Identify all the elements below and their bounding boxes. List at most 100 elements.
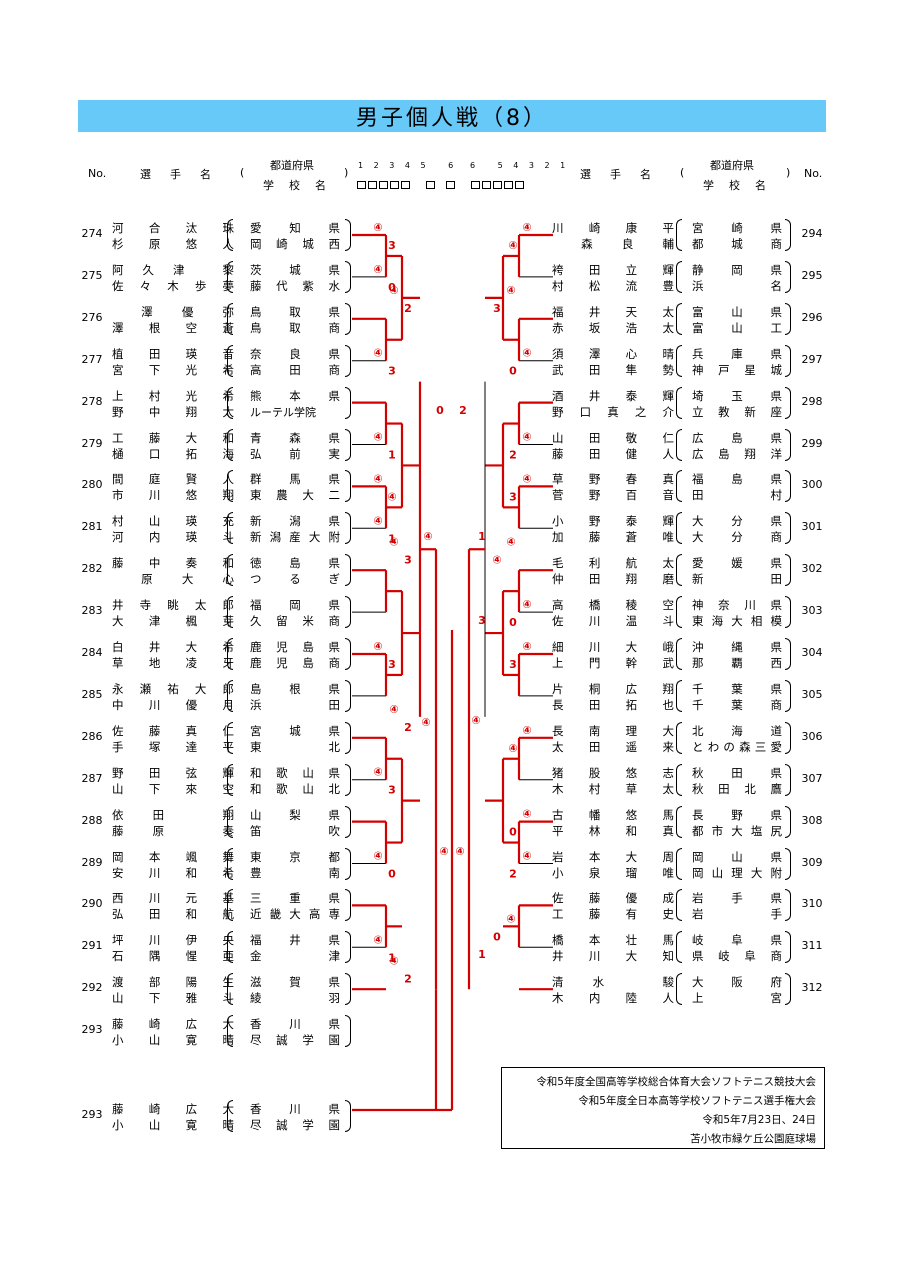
player-1-name-char: 成	[662, 891, 674, 906]
school-name-char: 翔	[744, 446, 756, 461]
prefecture-char: 根	[289, 681, 301, 696]
player-2-name-char: 也	[662, 697, 674, 712]
player-2-name-char: 々	[139, 278, 152, 293]
school-name: 広島翔洋	[692, 446, 782, 461]
player-1-name: 清水駿	[552, 974, 674, 989]
prefecture-char: 潟	[289, 514, 301, 529]
school-name: 岡崎城西	[250, 236, 340, 251]
school-name-char: 大	[692, 530, 704, 545]
player-1-name: 依田翔	[112, 807, 234, 822]
entry-number: 293	[81, 1023, 103, 1037]
school-name-char: 笛	[250, 823, 262, 838]
school-name: 鳥取商	[250, 320, 340, 335]
school-name-char: 津	[328, 949, 341, 964]
player-2-name-char: 平	[552, 823, 564, 838]
player-2-name-char: 人	[222, 237, 234, 251]
score-winner: ④	[389, 954, 398, 967]
player-2-name-char: 航	[222, 907, 234, 922]
prefecture-char: 県	[328, 640, 340, 654]
event-name-2: 令和5年度全日本高等学校ソフトテニス選手権大会	[578, 1095, 816, 1107]
player-2-name: 村松流豊	[552, 278, 674, 293]
school-name: 新潟産大附	[250, 529, 340, 544]
paren-open-left: (	[240, 166, 245, 179]
bracket-paren-close	[785, 721, 791, 754]
player-1-name-char: 井	[112, 598, 124, 613]
player-1-name-char: 片	[552, 681, 564, 696]
player-2-name-char: 村	[588, 781, 601, 796]
player-1-name-char: 泰	[625, 388, 638, 403]
player-1-name: 澤優弥	[112, 304, 234, 319]
player-2-name: 山下來空	[112, 781, 234, 796]
entry-number: 281	[81, 520, 103, 534]
player-1-name-char: 郎	[222, 681, 235, 696]
event-venue: 苫小牧市緑ケ丘公園庭球場	[690, 1133, 816, 1145]
player-1-name-char: 川	[148, 891, 161, 906]
bracket-paren-close	[785, 302, 791, 335]
score-winner: ④	[522, 472, 531, 485]
player-2-name: 加藤蒼唯	[552, 529, 674, 544]
player-2-name: 河内瑛斗	[112, 529, 234, 544]
school-name: 浜田	[250, 697, 340, 712]
player-2-name-char: 山	[112, 781, 124, 796]
score-winner: ④	[389, 284, 398, 297]
player-2-name: 赤坂浩太	[552, 320, 674, 335]
bracket-paren-open	[676, 973, 682, 1006]
player-1-name: 長南理大	[552, 723, 674, 738]
player-2-name-char: 下	[148, 362, 161, 377]
player-2-name-char: 川	[588, 949, 601, 964]
player-1-name-char: 野	[588, 514, 601, 529]
school-name: 那覇西	[692, 655, 783, 670]
player-1-name-char: 田	[148, 346, 161, 361]
entry-number: 286	[81, 729, 103, 743]
school-name-char: 都	[692, 823, 704, 838]
player-1-name: 猪股悠志	[552, 765, 674, 780]
prefecture-char: 広	[692, 430, 704, 445]
player-2-name-char: 川	[588, 614, 601, 629]
prefecture-char: 県	[328, 1102, 341, 1116]
school-name-char: 岐	[718, 949, 730, 964]
school-name-char: 名	[770, 278, 783, 293]
prefecture-char: 県	[770, 681, 783, 696]
bracket-paren-open	[676, 554, 682, 587]
school-name: つるぎ	[250, 571, 340, 586]
player-2-name: 野口真之介	[552, 404, 674, 419]
player-2-name: 菅野百音	[552, 487, 674, 502]
entry-number: 296	[801, 310, 823, 324]
score-loser: 2	[404, 302, 412, 315]
school-name-char: 西	[770, 656, 783, 670]
round-numbers-right: 6 5 4 3 2 1	[470, 161, 570, 170]
player-1-name: 片桐広翔	[552, 681, 674, 696]
school-name-char: 近	[250, 907, 262, 922]
player-1-name-char: 橋	[552, 933, 564, 948]
prefecture-char: 島	[289, 556, 301, 571]
player-2-name-char: 和	[625, 823, 638, 838]
player-2-name: 草地凌牙	[112, 655, 234, 670]
prefecture-char: 群	[250, 472, 262, 487]
player-1-name: 古幡悠馬	[552, 807, 674, 822]
player-2-name: 宮下光希	[112, 362, 234, 377]
player-1-name-char: 基	[222, 891, 234, 906]
prefecture-char: 徳	[250, 556, 262, 571]
player-1-name-char: 岡	[112, 849, 124, 864]
entry-number: 298	[801, 394, 823, 408]
score-loser: 3	[388, 784, 396, 797]
player-2-name-char: 大	[625, 949, 638, 964]
prefecture-char: 県	[770, 765, 783, 780]
prefecture-char: 青	[250, 430, 262, 445]
player-1-name-char: 幡	[588, 807, 601, 822]
event-name-1: 令和5年度全国高等学校総合体育大会ソフトテニス競技大会	[536, 1076, 816, 1088]
school-name: 富山工	[692, 320, 782, 335]
player-1-name: 小野泰輝	[552, 513, 674, 529]
prefecture-char: 香	[250, 1017, 262, 1032]
prefecture-char: 福	[250, 933, 262, 948]
bracket-paren-open	[227, 1015, 233, 1048]
score-loser: 3	[509, 658, 517, 671]
prefecture: 島根県	[250, 681, 340, 696]
prefecture: 群馬県	[250, 471, 340, 487]
prefecture-char: 島	[731, 472, 743, 487]
prefecture-char: 児	[276, 640, 288, 654]
player-1-name-char: 元	[185, 891, 198, 906]
